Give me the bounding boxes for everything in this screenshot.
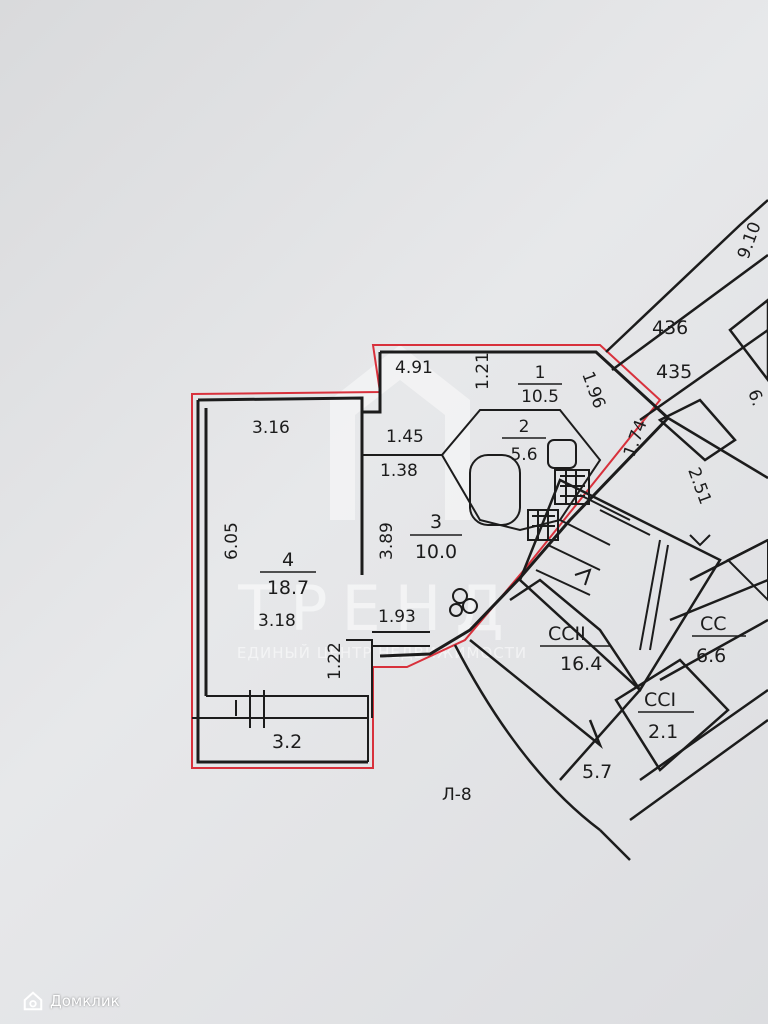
- dim-partial-6: 6.: [743, 387, 767, 409]
- room-labels: 1 10.5 2 5.6 3 10.0 4 18.7: [260, 363, 562, 599]
- room-2-number: 2: [519, 417, 530, 437]
- dim-4-91: 4.91: [395, 358, 433, 378]
- room-3-number: 3: [430, 511, 442, 533]
- watermark-tagline: ЕДИНЫЙ ЦЕНТР НЕДВИЖИМОСТИ: [237, 643, 527, 662]
- section-label: Л-8: [442, 785, 472, 805]
- dimension-labels: 4.91 1.21 1.96 1.74 3.16 1.45 1.38 3.89 …: [222, 219, 768, 783]
- dim-3-18: 3.18: [258, 611, 296, 631]
- neighbor-building: [453, 199, 768, 861]
- dim-1-21: 1.21: [473, 352, 493, 390]
- dim-3-16: 3.16: [252, 418, 290, 438]
- cci-label: CCI: [644, 689, 676, 711]
- room-4-number: 4: [282, 549, 294, 571]
- dim-5-7: 5.7: [582, 761, 612, 783]
- unit-435-label: 435: [656, 361, 692, 383]
- domclick-logo-text: Домклик: [50, 992, 120, 1010]
- room-1-area: 10.5: [521, 387, 559, 407]
- sink-icon: [547, 439, 577, 469]
- ccii-area: 16.4: [560, 653, 602, 675]
- watermark-house-icon: [330, 345, 470, 520]
- dim-1-93: 1.93: [378, 607, 416, 627]
- cc-label: CC: [700, 613, 727, 635]
- dim-3-2: 3.2: [272, 731, 302, 753]
- bathtub-icon: [469, 454, 521, 526]
- dim-3-89: 3.89: [377, 522, 397, 560]
- dim-1-45: 1.45: [386, 427, 424, 447]
- room-3-area: 10.0: [415, 541, 457, 563]
- domclick-house-icon: [23, 991, 43, 1011]
- dim-6-05: 6.05: [222, 522, 242, 560]
- cc-area: 6.6: [696, 645, 726, 667]
- unit-436-label: 436: [652, 317, 688, 339]
- cci-area: 2.1: [648, 721, 678, 743]
- dim-1-38: 1.38: [380, 461, 418, 481]
- watermark: ТРЕНД ЕДИНЫЙ ЦЕНТР НЕДВИЖИМОСТИ: [237, 345, 527, 662]
- domclick-logo: Домклик: [22, 990, 120, 1012]
- stove-icon: [452, 588, 468, 604]
- toilet-icon: [554, 469, 590, 505]
- room-1-number: 1: [535, 363, 546, 383]
- dim-1-96: 1.96: [577, 369, 609, 411]
- room-2-area: 5.6: [510, 445, 537, 465]
- walls: [192, 350, 670, 764]
- ccii-label: CCII: [548, 623, 586, 645]
- neighbor-labels: 436 435 CCII 16.4 CC 6.6 CCI 2.1 Л-8: [442, 317, 746, 805]
- dim-1-22: 1.22: [325, 642, 345, 680]
- room-4-area: 18.7: [267, 577, 309, 599]
- dim-2-51: 2.51: [683, 465, 715, 507]
- watermark-brand: ТРЕНД: [237, 572, 518, 645]
